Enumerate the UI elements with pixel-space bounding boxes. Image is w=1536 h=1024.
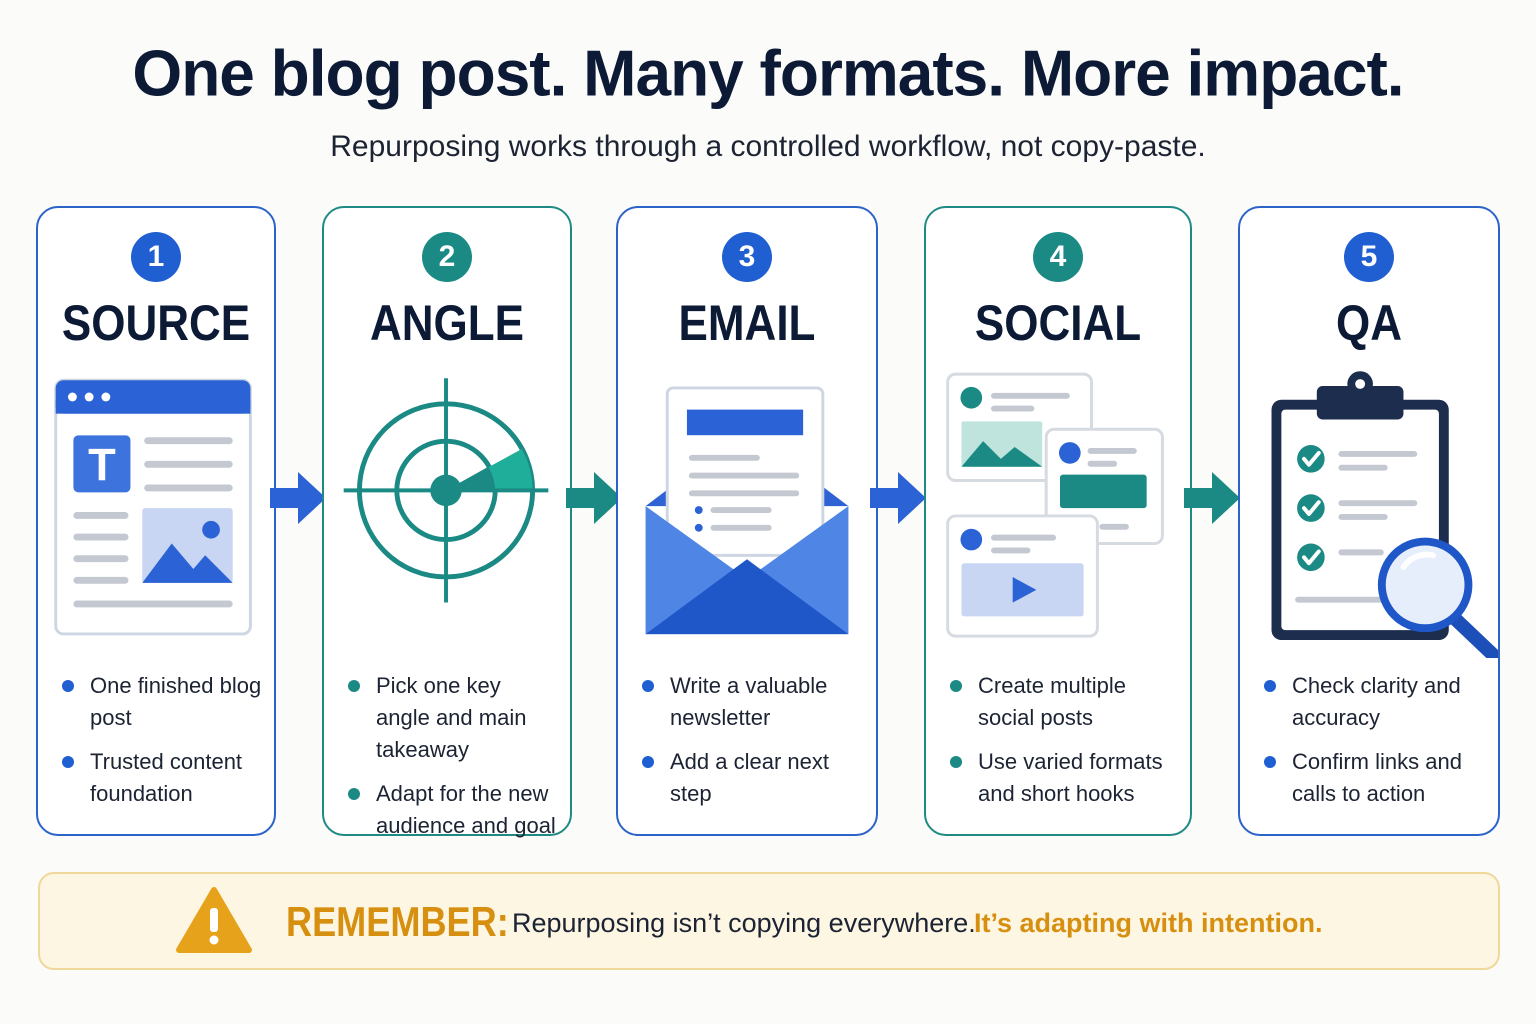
list-item: Create multiple social posts [948, 670, 1180, 734]
step-number: 3 [722, 232, 772, 282]
step-card-social: 4 SOCIAL Create multiple social posts Us… [924, 206, 1192, 836]
step-heading: SOURCE [61, 295, 251, 351]
step-bullets: Write a valuable newsletter Add a clear … [640, 670, 866, 822]
list-item: Add a clear next step [640, 746, 866, 810]
step-bullets: Check clarity and accuracy Confirm links… [1262, 670, 1488, 822]
arrow-right-icon [1184, 472, 1240, 524]
step-heading: EMAIL [678, 295, 816, 351]
list-item: Confirm links and calls to action [1262, 746, 1488, 810]
banner-message: Repurposing isn’t copying everywhere. [512, 908, 976, 938]
step-heading: ANGLE [370, 295, 524, 351]
list-item: Write a valuable newsletter [640, 670, 866, 734]
step-bullets: One finished blog post Trusted content f… [60, 670, 264, 822]
clipboard-magnifier-icon [1271, 371, 1498, 658]
step-card-qa: 5 QA Check clarity and accuracy Confirm … [1238, 206, 1500, 836]
blog-post-icon: T [54, 378, 252, 636]
step-number: 4 [1033, 232, 1083, 282]
step-card-email: 3 EMAIL Write a valuable newsletter Add … [616, 206, 878, 836]
target-icon [343, 378, 549, 603]
page-subtitle: Repurposing works through a controlled w… [330, 130, 1206, 163]
arrow-right-icon [270, 472, 326, 524]
warning-icon [176, 887, 252, 953]
step-bullets: Create multiple social posts Use varied … [948, 670, 1180, 822]
social-posts-icon [946, 372, 1164, 638]
arrow-right-icon [870, 472, 926, 524]
step-number: 2 [422, 232, 472, 282]
remember-banner: REMEMBER: Repurposing isn’t copying ever… [38, 872, 1500, 970]
step-card-source: 1 SOURCE T One finished blog post Truste… [36, 206, 276, 836]
list-item: Adapt for the new audience and goal [346, 778, 560, 842]
list-item: One finished blog post [60, 670, 264, 734]
list-item: Check clarity and accuracy [1262, 670, 1488, 734]
step-bullets: Pick one key angle and main takeaway Ada… [346, 670, 560, 854]
list-item: Pick one key angle and main takeaway [346, 670, 560, 766]
step-heading: QA [1336, 295, 1402, 351]
banner-highlight: It’s adapting with intention. [974, 908, 1323, 938]
page-title: One blog post. Many formats. More impact… [132, 36, 1404, 110]
arrow-right-icon [566, 472, 622, 524]
list-item: Trusted content foundation [60, 746, 264, 810]
step-number: 5 [1344, 232, 1394, 282]
envelope-icon [645, 386, 849, 635]
svg-text:T: T [88, 440, 116, 491]
step-card-angle: 2 ANGLE Pick one key angle and main take… [322, 206, 572, 838]
step-heading: SOCIAL [974, 295, 1142, 351]
remember-label: REMEMBER: [286, 898, 509, 945]
step-number: 1 [131, 232, 181, 282]
list-item: Use varied formats and short hooks [948, 746, 1180, 810]
